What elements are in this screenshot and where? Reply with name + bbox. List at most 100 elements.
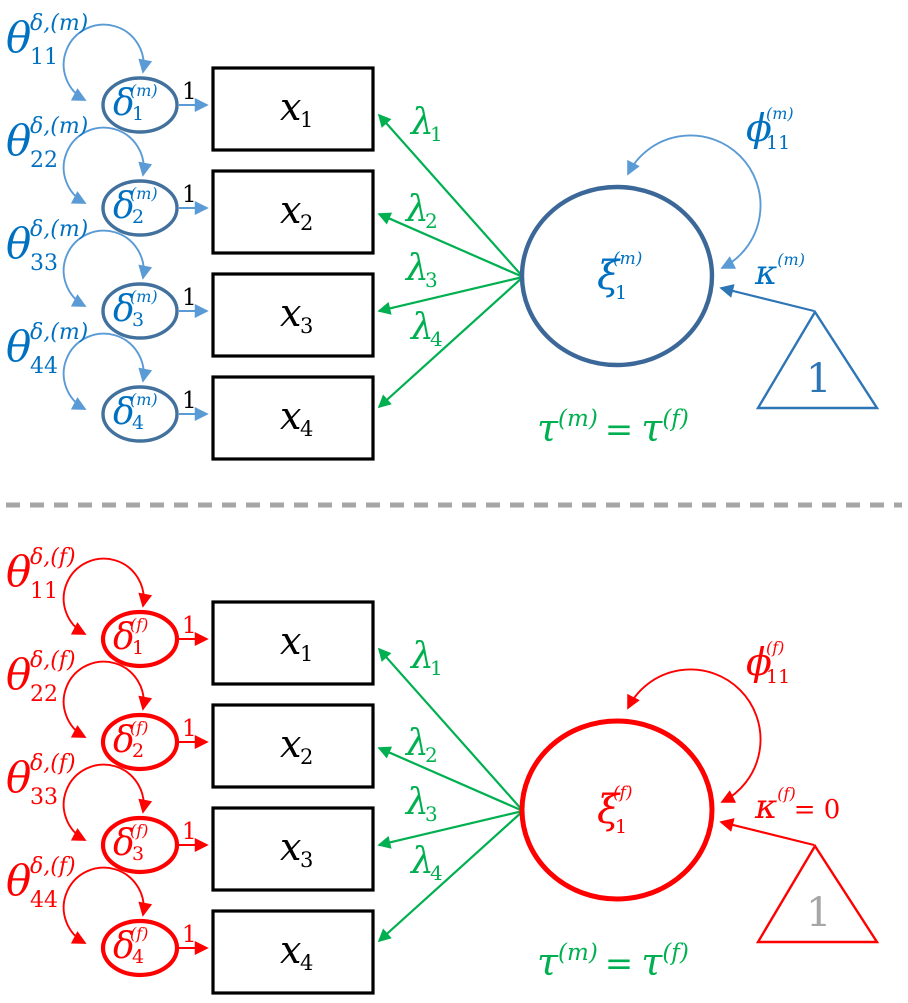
loading-arrow-1: [377, 647, 524, 812]
delta-sup: (m): [130, 81, 158, 100]
error-node: [101, 385, 179, 443]
error-node: [101, 282, 179, 340]
indicator-box: [211, 703, 375, 789]
delta-sup: (m): [130, 390, 158, 409]
delta-sub: 3: [132, 309, 144, 331]
loading-arrow-3: [377, 809, 524, 849]
delta-label: δ: [113, 720, 135, 761]
error-node: [101, 179, 179, 237]
theta-label: θ: [6, 650, 31, 699]
loading-arrow-3: [377, 275, 524, 315]
kappa-label: κ(f)= 0: [754, 784, 840, 827]
lambda-label-1: λ: [409, 636, 434, 677]
theta-label: θ: [6, 856, 31, 905]
unit-loading-label: 1: [182, 285, 197, 311]
measurement-row: θ δ,(m) 22 δ (m) 2 1 x 2: [6, 114, 375, 255]
loading-arrow-1: [377, 113, 524, 278]
theta-sub: 11: [30, 45, 58, 70]
delta-label: δ: [113, 392, 135, 433]
indicator-label: x: [280, 928, 301, 972]
error-variance-loop: [62, 866, 153, 944]
delta-label: δ: [113, 926, 135, 967]
lambda-label-1: λ: [409, 102, 434, 143]
unit-loading-label: 1: [182, 182, 197, 208]
kappa-sup: (m): [777, 250, 805, 269]
tau-equation: τ(m)=τ(f): [537, 406, 689, 450]
indicator-label: x: [280, 85, 301, 129]
measurement-row: θ δ,(f) 44 δ (f) 4 1 x 4: [6, 854, 375, 995]
intercept-triangle: [755, 843, 880, 944]
theta-sub: 44: [30, 354, 58, 379]
theta-label: θ: [6, 219, 31, 268]
indicator-label: x: [280, 188, 301, 232]
theta-label: θ: [6, 753, 31, 802]
indicator-box: [211, 375, 375, 461]
loading-arrow-4: [377, 810, 524, 943]
indicator-box: [211, 272, 375, 358]
lambda-label-4: λ: [409, 307, 434, 348]
theta-sub: 33: [30, 251, 58, 276]
theta-sup: δ,(f): [30, 648, 76, 673]
theta-sup: δ,(m): [30, 217, 88, 242]
error-node: [100, 609, 180, 669]
theta-label: θ: [6, 116, 31, 165]
error-variance-loop: [62, 23, 153, 101]
indicator-label: x: [280, 291, 301, 335]
indicator-label: x: [280, 394, 301, 438]
tau-left-sup: (m): [558, 940, 598, 966]
error-node: [101, 76, 179, 134]
tau-equation: τ(m)=τ(f): [537, 940, 689, 984]
kappa-sup: (f): [777, 784, 795, 803]
indicator-box: [211, 600, 375, 686]
measurement-row: θ δ,(f) 11 δ (f) 1 1 x 1: [6, 545, 375, 686]
theta-sup: δ,(f): [30, 751, 76, 776]
delta-sub: 1: [132, 637, 144, 659]
indicator-sub: 4: [300, 417, 313, 441]
delta-label: δ: [113, 83, 135, 124]
phi-sub: 11: [766, 132, 790, 154]
lambda-label-4: λ: [409, 841, 434, 882]
kappa-label: κ(m): [754, 250, 805, 293]
indicator-label: x: [280, 722, 301, 766]
triangle-one-label: 1: [806, 890, 831, 936]
tau-left: τ: [537, 406, 559, 450]
phi-sup: (m): [766, 104, 794, 123]
indicator-sub: 3: [300, 848, 313, 872]
theta-label: θ: [6, 322, 31, 371]
delta-label: δ: [113, 823, 135, 864]
error-variance-loop: [62, 126, 153, 204]
measurement-row: θ δ,(m) 44 δ (m) 4 1 x 4: [6, 320, 375, 461]
triangle-one-label: 1: [806, 356, 831, 402]
tau-left: τ: [537, 940, 559, 984]
factor-sub: 1: [615, 282, 627, 304]
delta-label: δ: [113, 617, 135, 658]
theta-sup: δ,(m): [30, 114, 88, 139]
indicator-sub: 4: [300, 951, 313, 975]
lambda-sub-3: 3: [425, 802, 438, 826]
indicator-sub: 2: [300, 745, 313, 769]
factor-sup: (f): [613, 783, 633, 803]
loading-arrow-2: [377, 746, 524, 813]
unit-loading-label: 1: [182, 716, 197, 742]
unit-loading-label: 1: [182, 79, 197, 105]
unit-loading-label: 1: [182, 613, 197, 639]
tau-right-sup: (f): [662, 940, 688, 966]
phi-sup: (f): [766, 638, 784, 657]
tau-right: τ: [641, 406, 663, 450]
factor-label: ξ: [597, 253, 621, 299]
error-node: [100, 712, 180, 772]
delta-sup: (m): [130, 287, 158, 306]
indicator-box: [211, 806, 375, 892]
tau-left-sup: (m): [558, 406, 598, 432]
error-variance-loop: [62, 763, 153, 841]
indicator-box: [211, 66, 375, 152]
measurement-row: θ δ,(f) 33 δ (f) 3 1 x 3: [6, 751, 375, 892]
error-variance-loop: [62, 332, 153, 410]
theta-sup: δ,(m): [30, 320, 88, 345]
loading-arrow-2: [377, 212, 524, 279]
lambda-sub-1: 1: [430, 122, 443, 146]
factor-variance-loop: [627, 668, 762, 803]
delta-sub: 2: [132, 740, 144, 762]
lambda-label-3: λ: [404, 248, 429, 289]
